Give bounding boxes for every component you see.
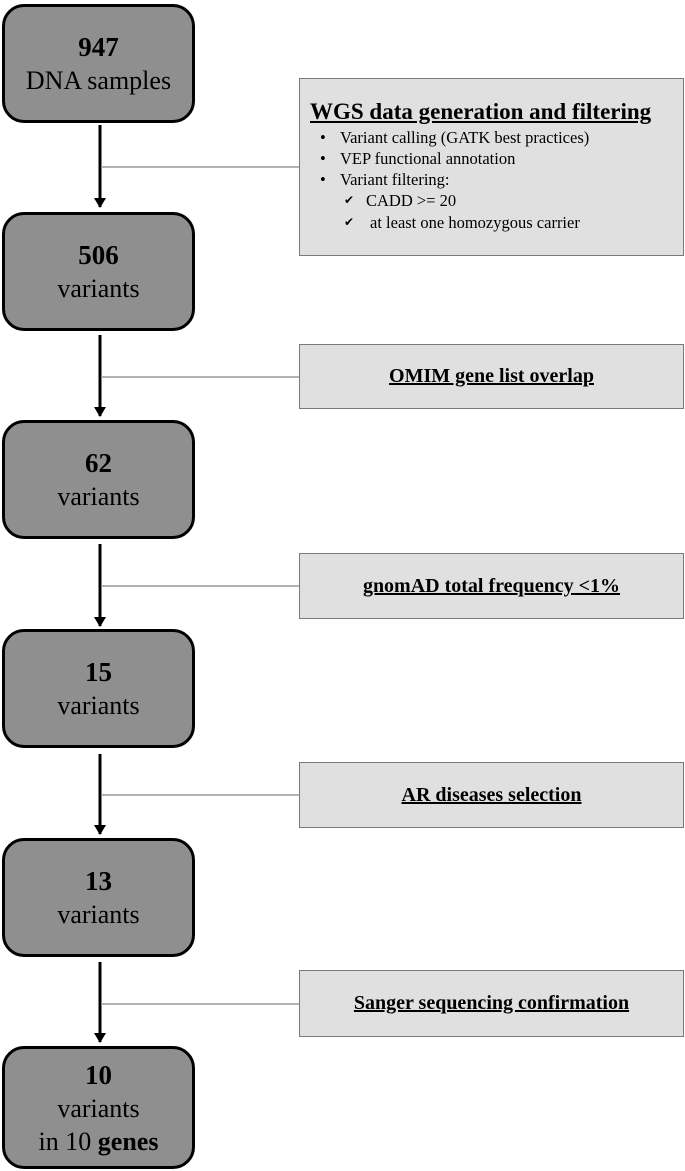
bullet-text: Variant calling (GATK best practices)	[340, 128, 590, 147]
sub-bullet-item: ✔ CADD >= 20	[310, 190, 675, 212]
bullet-text: Variant filtering:	[340, 170, 450, 189]
bullet-dot-icon: •	[320, 128, 326, 147]
step-count: 62	[85, 448, 112, 478]
filter-box-ar: AR diseases selection	[299, 762, 684, 828]
bullet-text: VEP functional annotation	[340, 149, 516, 168]
step-box-variants-506: 506 variants	[2, 212, 195, 331]
filter-box-gnomad: gnomAD total frequency <1%	[299, 553, 684, 619]
step-count: 13	[85, 866, 112, 896]
bullet-item: • Variant calling (GATK best practices)	[310, 127, 675, 148]
bullet-item: • VEP functional annotation	[310, 148, 675, 169]
step-count: 10	[85, 1059, 112, 1090]
bullet-item: • Variant filtering:	[310, 169, 675, 190]
filter-box-omim: OMIM gene list overlap	[299, 344, 684, 409]
checkmark-icon: ✔	[344, 215, 355, 229]
step-label: variants	[57, 274, 140, 303]
step-box-final-variants: 10 variants in 10 genes	[2, 1046, 195, 1169]
sub-bullet-text: at least one homozygous carrier	[370, 213, 580, 232]
bullet-dot-icon: •	[320, 170, 326, 189]
filter-title: AR diseases selection	[401, 783, 582, 806]
step-count: 506	[78, 240, 119, 270]
filter-title: OMIM gene list overlap	[389, 365, 594, 387]
step-label: variants	[57, 1093, 140, 1123]
step-label: DNA samples	[25, 66, 172, 95]
checkmark-icon: ✔	[344, 193, 355, 207]
filter-title: Sanger sequencing confirmation	[353, 992, 630, 1014]
genes-bold: genes	[97, 1126, 159, 1156]
filter-box-wgs: WGS data generation and filtering • Varia…	[299, 78, 684, 256]
sub-bullet-item: ✔ at least one homozygous carrier	[310, 212, 675, 234]
step-label: variants	[57, 482, 140, 511]
step-box-variants-62: 62 variants	[2, 420, 195, 539]
step-label: variants	[57, 691, 140, 720]
bullet-dot-icon: •	[320, 149, 326, 168]
step-count: 947	[78, 32, 119, 62]
filter-title: gnomAD total frequency <1%	[362, 574, 621, 597]
filter-box-sanger: Sanger sequencing confirmation	[299, 970, 684, 1037]
step-label: variants	[57, 900, 140, 929]
step-box-variants-13: 13 variants	[2, 838, 195, 957]
sub-bullet-text: CADD >= 20	[366, 191, 457, 210]
filter-title: WGS data generation and filtering	[310, 99, 652, 124]
step-count: 15	[85, 657, 112, 687]
genes-prefix: in 10	[38, 1126, 98, 1156]
step-box-variants-15: 15 variants	[2, 629, 195, 748]
step-label-genes: in 10 genes	[39, 1125, 159, 1158]
step-box-dna-samples: 947 DNA samples	[2, 4, 195, 123]
